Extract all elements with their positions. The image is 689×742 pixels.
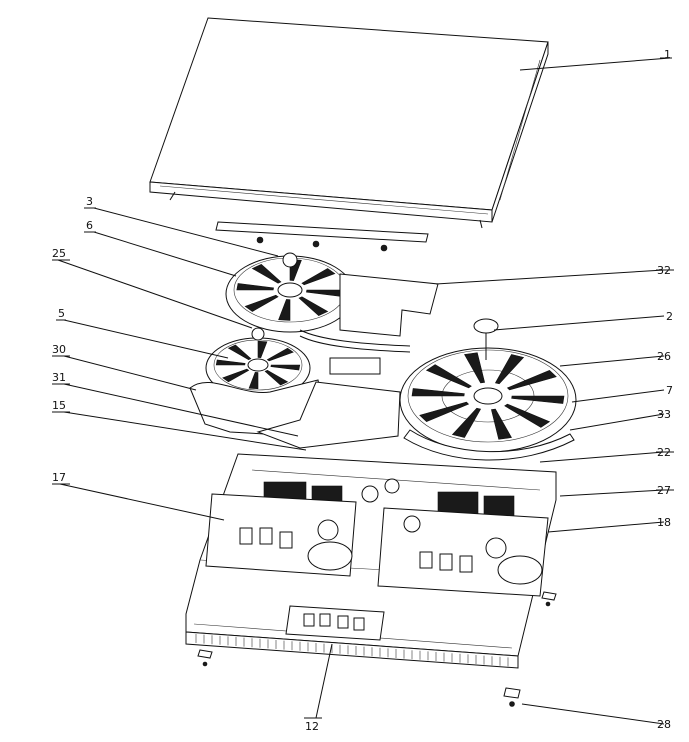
callout-17: 17 (52, 471, 66, 484)
mica-sheet-right (403, 429, 575, 461)
callout-5: 5 (58, 307, 65, 320)
bracket-bar (215, 221, 429, 252)
callout-1: 1 (664, 48, 671, 61)
cooling-fan-left (307, 541, 353, 571)
front-grille (195, 634, 509, 667)
induction-coil-upper-left (225, 252, 355, 333)
cooling-fan-right (497, 555, 543, 585)
callout-22: 22 (657, 446, 671, 459)
callout-31: 31 (52, 371, 66, 384)
power-board-left (205, 478, 400, 577)
callout-2: 2 (666, 310, 673, 323)
callout-28: 28 (657, 718, 671, 731)
leader-lines (52, 57, 674, 725)
callout-7: 7 (666, 384, 673, 397)
induction-coil-large-right (399, 318, 577, 453)
shield-plate (339, 273, 439, 337)
wire-harness (299, 329, 411, 375)
callout-3: 3 (86, 195, 93, 208)
callout-25: 25 (52, 247, 66, 260)
induction-coil-mid-left (205, 327, 311, 399)
control-board (285, 605, 385, 641)
callout-15: 15 (52, 399, 66, 412)
callout-labels: 1 3 6 25 5 30 31 15 17 32 2 26 7 33 22 2… (52, 48, 673, 733)
callout-6: 6 (86, 219, 93, 232)
rubber-foot (197, 591, 557, 707)
callout-26: 26 (657, 350, 671, 363)
callout-30: 30 (52, 343, 66, 356)
callout-27: 27 (657, 484, 671, 497)
callout-33: 33 (657, 408, 671, 421)
insulating-plate (256, 381, 401, 449)
callout-12: 12 (305, 720, 319, 733)
callout-18: 18 (657, 516, 671, 529)
glass-top-plate (149, 17, 549, 229)
callout-32: 32 (657, 264, 671, 277)
